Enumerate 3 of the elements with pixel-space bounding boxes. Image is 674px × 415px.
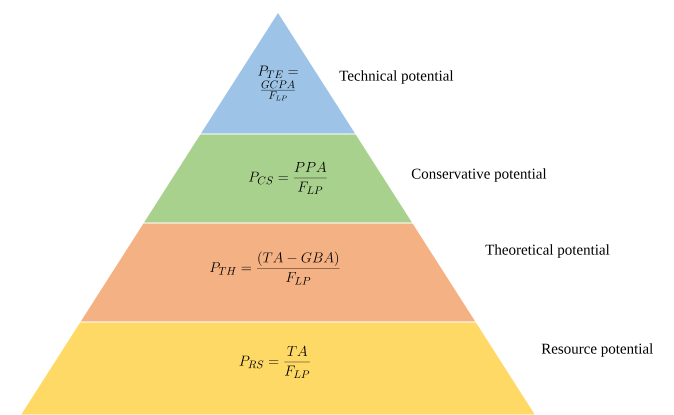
level-label: Theoretical potential bbox=[485, 244, 610, 258]
level-label: Resource potential bbox=[542, 343, 653, 357]
level-label: Conservative potential bbox=[412, 168, 546, 182]
